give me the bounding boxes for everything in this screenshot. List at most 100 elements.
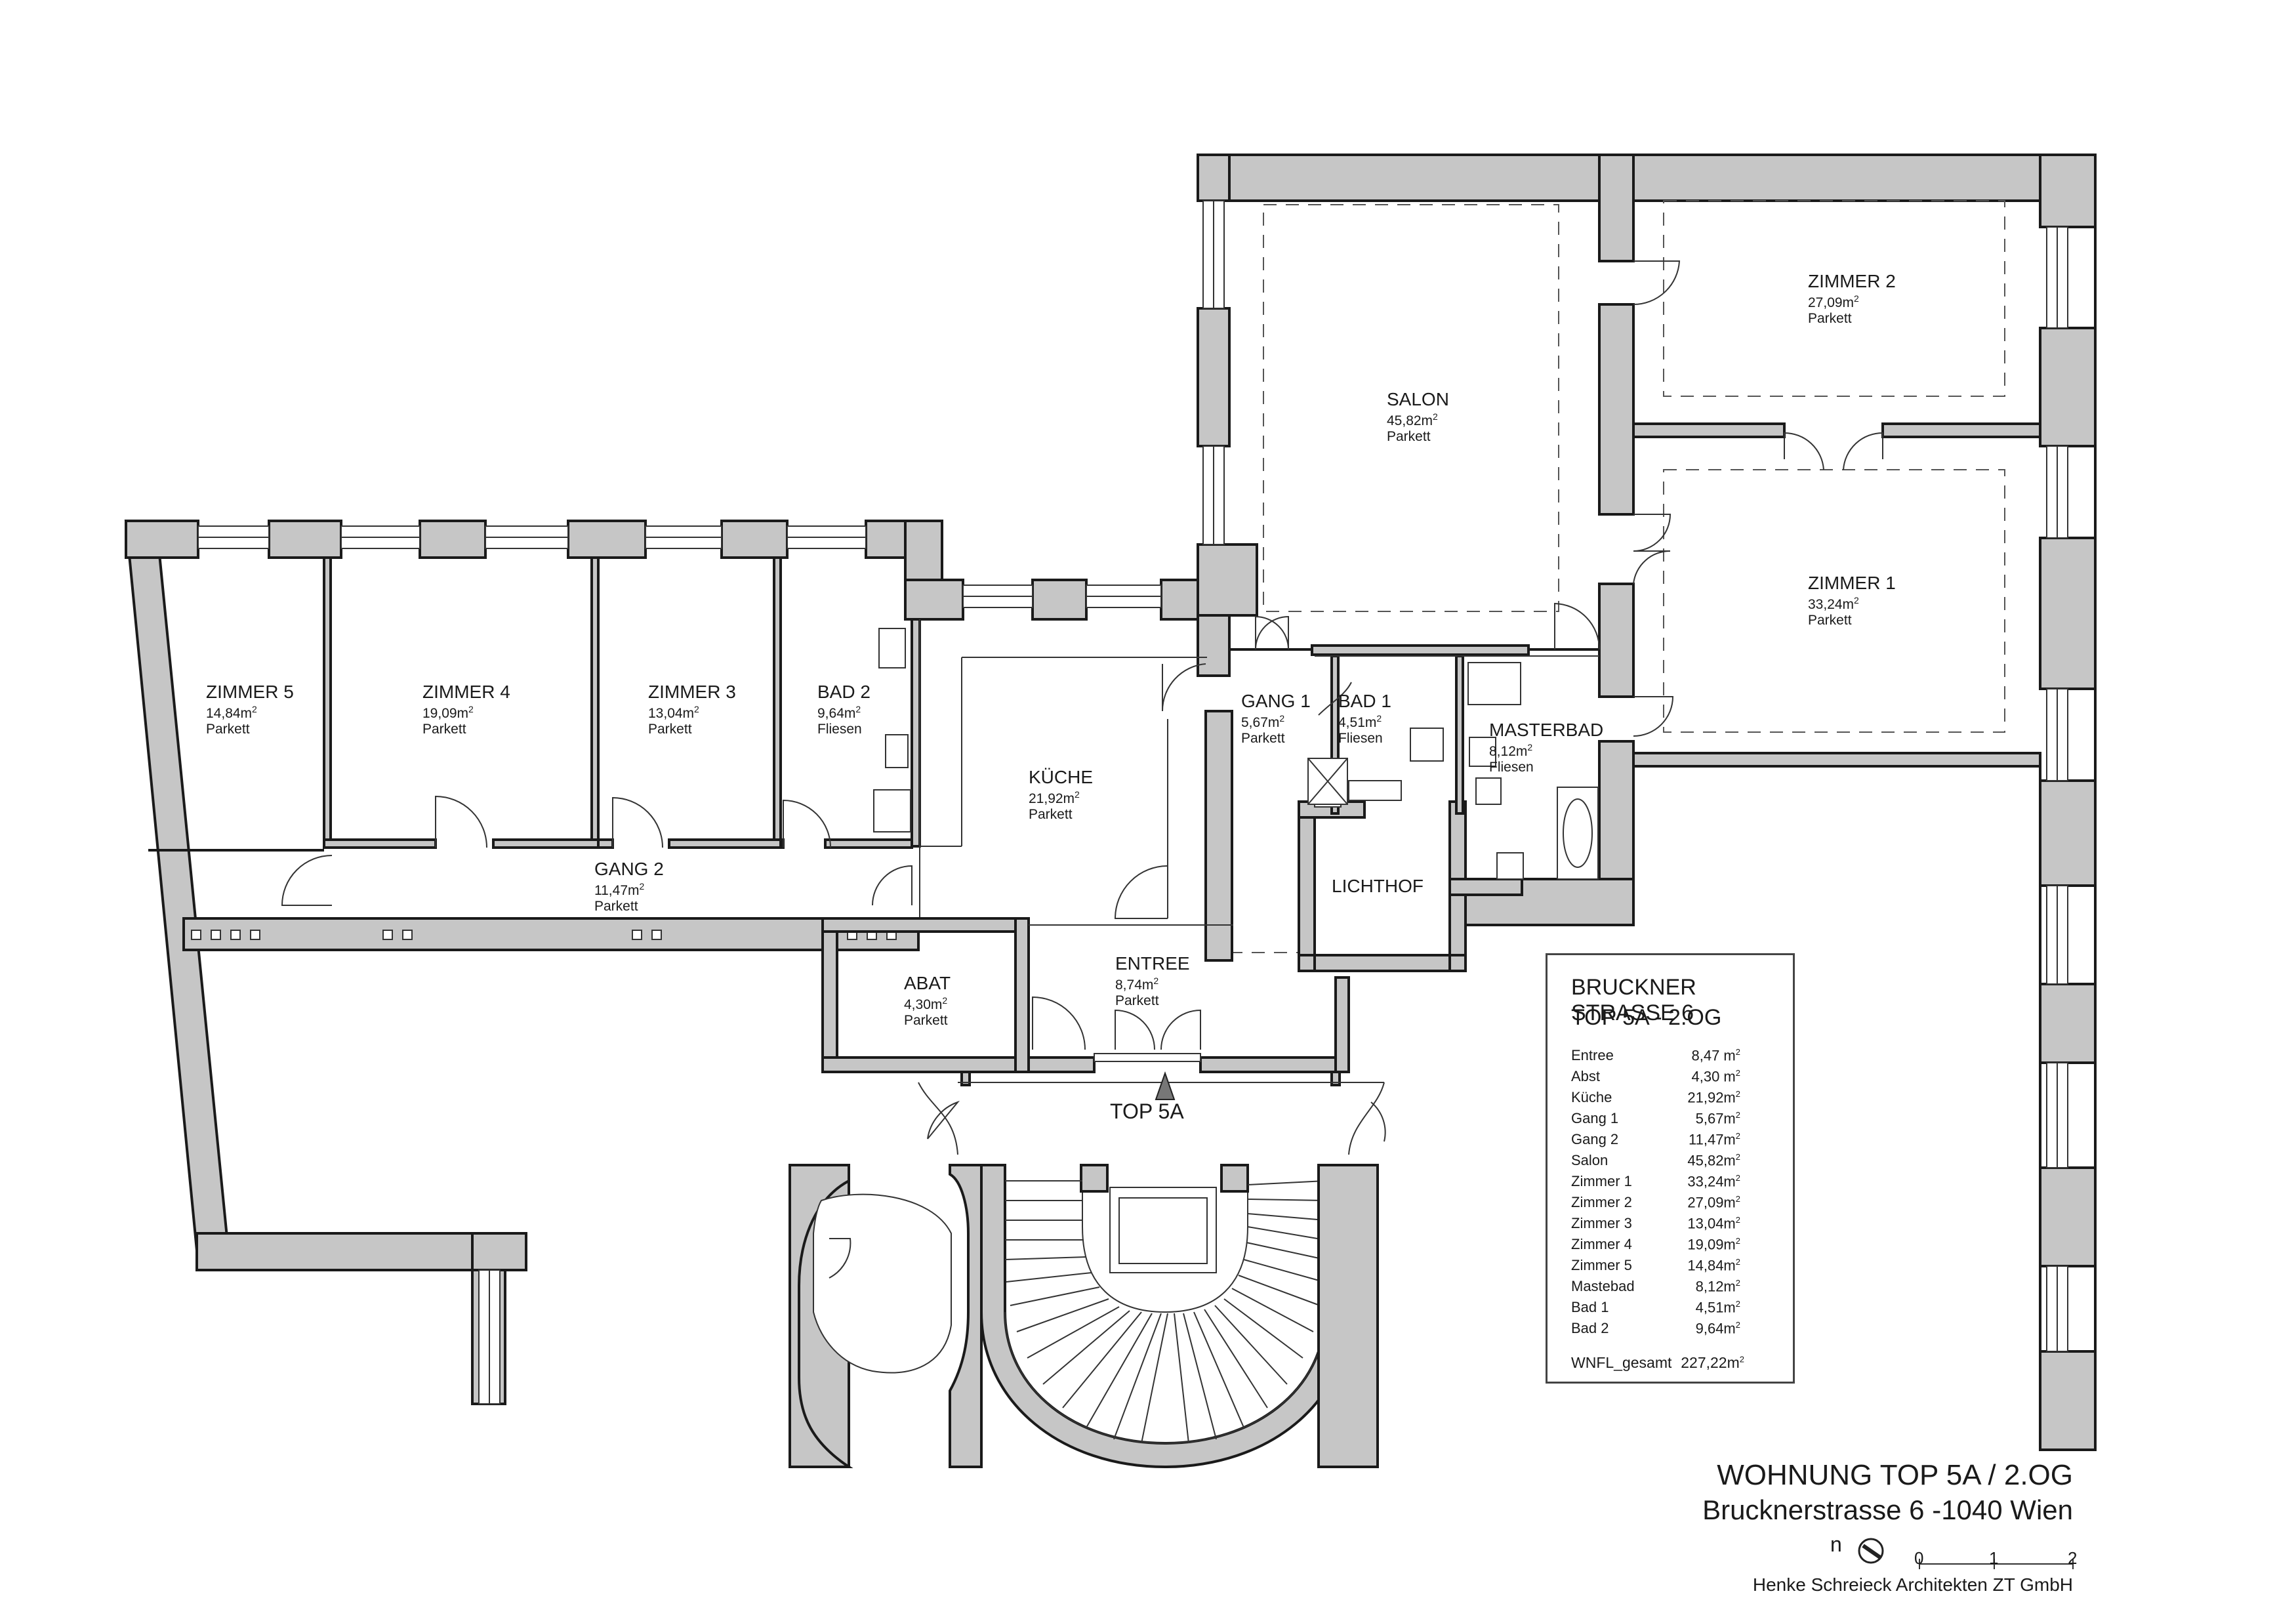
- legend-row: Gang 2 11,47m2: [1571, 1131, 1774, 1152]
- room-area-zimmer2: 27,09m2: [1808, 293, 1859, 310]
- room-area-entree: 8,74m2: [1115, 976, 1158, 993]
- legend-row-value: 4,51m2: [1695, 1299, 1740, 1316]
- legend-row-value: 5,67m2: [1695, 1110, 1740, 1127]
- legend-row-name: Mastebad: [1571, 1278, 1635, 1294]
- legend-row-value: 13,04m2: [1687, 1215, 1740, 1232]
- legend-row: Zimmer 4 19,09m2: [1571, 1236, 1774, 1257]
- room-floor-zimmer2: Parkett: [1808, 311, 1852, 326]
- legend-row-name: Zimmer 1: [1571, 1173, 1632, 1189]
- room-area-zimmer4: 19,09m2: [422, 704, 474, 721]
- title-block: WOHNUNG TOP 5A / 2.OG Brucknerstrasse 6 …: [1679, 1459, 2073, 1526]
- legend-total-label: WNFL_gesamt: [1571, 1354, 1672, 1371]
- legend-row-value: 4,30 m2: [1691, 1068, 1741, 1085]
- room-floor-kueche: Parkett: [1029, 807, 1073, 822]
- room-floor-salon: Parkett: [1387, 429, 1431, 444]
- room-floor-gang2: Parkett: [594, 899, 638, 914]
- room-label-zimmer2: ZIMMER 2: [1808, 271, 1896, 291]
- room-label-bad2: BAD 2: [817, 682, 871, 702]
- legend-row-value: 8,47 m2: [1691, 1047, 1741, 1064]
- legend-row: Bad 1 4,51m2: [1571, 1299, 1774, 1320]
- room-labels: ZIMMER 5 14,84m2 Parkett ZIMMER 4 19,09m…: [206, 271, 1896, 1028]
- ceiling-outlines: [1229, 200, 2005, 953]
- legend-row-value: 8,12m2: [1695, 1278, 1740, 1295]
- legend-row: Gang 1 5,67m2: [1571, 1110, 1774, 1131]
- legend-total-value: 227,22m2: [1681, 1354, 1744, 1371]
- legend-row-name: Zimmer 2: [1571, 1194, 1632, 1210]
- room-area-zimmer5: 14,84m2: [206, 704, 257, 721]
- center-walls: [821, 619, 1350, 1086]
- legend-row-name: Küche: [1571, 1089, 1612, 1105]
- room-area-gang1: 5,67m2: [1241, 713, 1284, 730]
- room-label-zimmer5: ZIMMER 5: [206, 682, 294, 702]
- room-label-salon: SALON: [1387, 389, 1449, 409]
- legend-row-value: 11,47m2: [1689, 1131, 1740, 1148]
- legend-row-value: 33,24m2: [1687, 1173, 1740, 1190]
- room-floor-entree: Parkett: [1115, 993, 1159, 1008]
- room-area-kueche: 21,92m2: [1029, 789, 1080, 806]
- architect-office: Henke Schreieck Architekten ZT GmbH: [1752, 1574, 2073, 1595]
- room-area-gang2: 11,47m2: [594, 881, 645, 898]
- room-label-lichthof: LICHTHOF: [1332, 876, 1424, 896]
- legend-row-name: Zimmer 4: [1571, 1236, 1632, 1252]
- legend-row: Küche 21,92m2: [1571, 1089, 1774, 1110]
- legend-row: Zimmer 5 14,84m2: [1571, 1257, 1774, 1278]
- scale-label-2: 2: [2068, 1548, 2078, 1568]
- scale-label-0: 0: [1914, 1548, 1924, 1568]
- legend-row-value: 45,82m2: [1687, 1152, 1740, 1169]
- room-label-kueche: KÜCHE: [1029, 767, 1093, 787]
- legend-row-name: Gang 1: [1571, 1110, 1619, 1126]
- legend-row-value: 14,84m2: [1687, 1257, 1740, 1274]
- room-area-abat: 4,30m2: [904, 995, 947, 1012]
- legend-row: Entree 8,47 m2: [1571, 1047, 1774, 1068]
- legend-row-value: 27,09m2: [1687, 1194, 1740, 1211]
- room-label-entree: ENTREE: [1115, 953, 1190, 974]
- room-floor-zimmer5: Parkett: [206, 722, 250, 737]
- legend-row: Zimmer 3 13,04m2: [1571, 1215, 1774, 1236]
- plan-title: WOHNUNG TOP 5A / 2.OG: [1717, 1459, 2073, 1491]
- room-label-gang1: GANG 1: [1241, 691, 1311, 711]
- room-floor-zimmer4: Parkett: [422, 722, 466, 737]
- scale-bar-icon: [1919, 1559, 2074, 1569]
- room-label-zimmer4: ZIMMER 4: [422, 682, 510, 702]
- legend-subtitle: TOP 5A - 2.OG: [1571, 1005, 1722, 1030]
- legend-row-value: 9,64m2: [1695, 1320, 1740, 1337]
- scale-label-1: 1: [1989, 1548, 1999, 1568]
- legend-row: Bad 2 9,64m2: [1571, 1320, 1774, 1341]
- room-label-abat: ABAT: [904, 973, 951, 993]
- right-wing-windows: [1202, 200, 2068, 1352]
- legend-row-name: Zimmer 5: [1571, 1257, 1632, 1273]
- room-label-gang2: GANG 2: [594, 859, 664, 879]
- stair-hall: [789, 1082, 1385, 1469]
- room-area-bad2: 9,64m2: [817, 704, 861, 721]
- room-area-salon: 45,82m2: [1387, 411, 1438, 428]
- room-floor-abat: Parkett: [904, 1013, 948, 1028]
- room-area-masterbad: 8,12m2: [1489, 742, 1532, 759]
- bath-core-walls: [1298, 655, 1599, 972]
- legend-row: Zimmer 1 33,24m2: [1571, 1173, 1774, 1194]
- legend-row-name: Salon: [1571, 1152, 1609, 1168]
- legend-row-value: 19,09m2: [1687, 1236, 1740, 1253]
- room-floor-zimmer3: Parkett: [648, 722, 692, 737]
- entry-arrow-icon: [1155, 1071, 1176, 1100]
- room-floor-masterbad: Fliesen: [1489, 760, 1534, 775]
- legend-row-name: Entree: [1571, 1047, 1614, 1063]
- room-area-zimmer3: 13,04m2: [648, 704, 699, 721]
- entry-label: TOP 5A: [1110, 1099, 1184, 1123]
- legend-row: Mastebad 8,12m2: [1571, 1278, 1774, 1299]
- room-floor-bad2: Fliesen: [817, 722, 862, 737]
- north-arrow-icon: [1858, 1538, 1884, 1564]
- legend-row-name: Abst: [1571, 1068, 1601, 1084]
- room-floor-gang1: Parkett: [1241, 731, 1285, 746]
- left-wing-walls: [124, 520, 1199, 1405]
- legend-row-value: 21,92m2: [1687, 1089, 1740, 1106]
- legend-row-name: Bad 1: [1571, 1299, 1609, 1315]
- legend-row-name: Bad 2: [1571, 1320, 1609, 1336]
- room-label-zimmer3: ZIMMER 3: [648, 682, 736, 702]
- room-label-zimmer1: ZIMMER 1: [1808, 573, 1896, 593]
- legend-row-name: Zimmer 3: [1571, 1215, 1632, 1231]
- north-label: n: [1830, 1532, 1842, 1556]
- legend-row-name: Gang 2: [1571, 1131, 1619, 1147]
- legend-row: Salon 45,82m2: [1571, 1152, 1774, 1173]
